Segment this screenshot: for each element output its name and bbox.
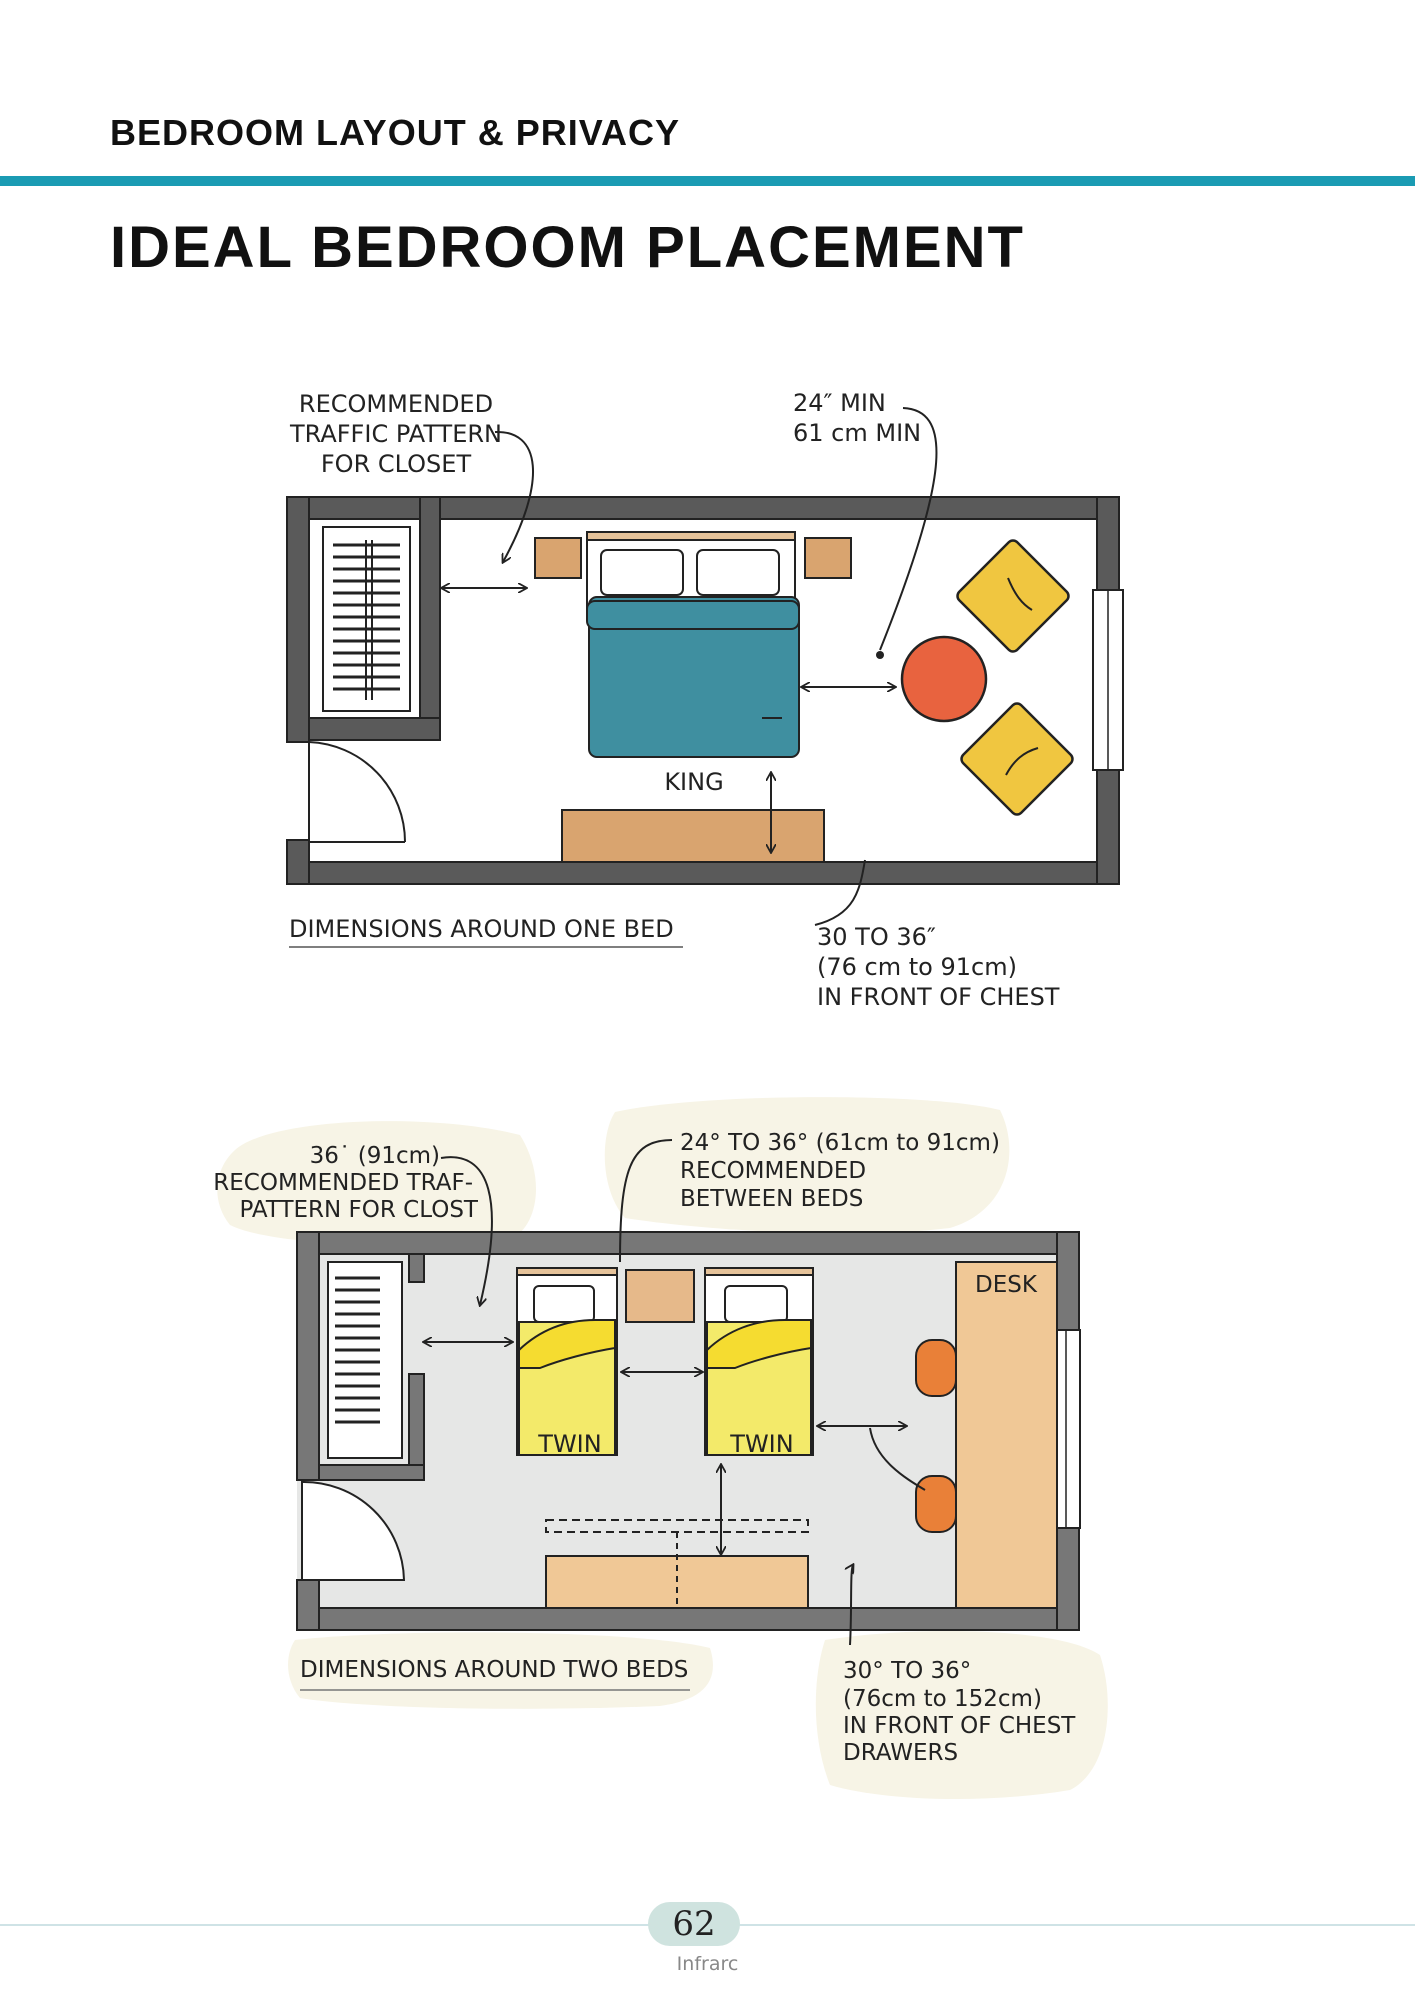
door [301,1480,406,1581]
plan-two-beds: TWIN TWIN DESK 36˙ ( [213,1097,1108,1800]
svg-text:36˙ (91cm): 36˙ (91cm) [310,1143,440,1169]
header-divider [0,176,1415,186]
desk [955,1261,1058,1609]
bed-label-king: KING [664,768,723,796]
nightstand-right [804,537,852,579]
chest [561,809,825,863]
svg-text:RECOMMENDED: RECOMMENDED [680,1158,866,1184]
bed-label-twin-right: TWIN [729,1430,793,1458]
svg-text:DRAWERS: DRAWERS [843,1740,958,1766]
note-closet-traffic: RECOMMENDED TRAFFIC PATTERN FOR CLOSET [289,390,502,478]
window [1092,589,1124,771]
note-min-clearance: 24″ MIN 61 cm MIN [793,389,921,447]
svg-text:FOR CLOSET: FOR CLOSET [321,450,472,478]
caption-two-beds: DIMENSIONS AROUND TWO BEDS [300,1657,688,1683]
note-chest-clearance: 30° TO 36° (76cm to 152cm) IN FRONT OF C… [843,1658,1076,1766]
brand-name: Infrarc [676,1953,739,1975]
desk-label: DESK [975,1272,1038,1298]
svg-text:30 TO 36″: 30 TO 36″ [817,923,936,951]
twin-bed-left [516,1267,618,1456]
closet [327,1261,403,1459]
desk-chair-top [915,1339,957,1397]
ottoman [900,635,988,723]
nightstand [625,1269,695,1323]
chest-note-leader [850,1565,853,1646]
svg-text:TRAFFIC PATTERN: TRAFFIC PATTERN [289,420,502,448]
chair-leader [869,1427,926,1491]
svg-text:RECOMMENDED TRAF-: RECOMMENDED TRAF- [213,1170,473,1196]
note-closet-traffic: 36˙ (91cm) RECOMMENDED TRAF- PATTERN FOR… [213,1143,479,1223]
svg-text:24″ MIN: 24″ MIN [793,389,886,417]
min-note-leader [879,407,938,651]
closet-note-leader [440,1156,493,1305]
svg-text:(76 cm to 91cm): (76 cm to 91cm) [817,953,1017,981]
between-note-leader [619,1139,673,1263]
door [308,741,407,843]
caption-one-bed: DIMENSIONS AROUND ONE BED [289,915,674,943]
svg-text:RECOMMENDED: RECOMMENDED [299,390,493,418]
svg-text:IN FRONT OF CHEST: IN FRONT OF CHEST [817,983,1060,1011]
closet-note-leader [494,430,534,562]
note-chest-clearance: 30 TO 36″ (76 cm to 91cm) IN FRONT OF CH… [817,923,1060,1011]
king-bed [586,531,800,758]
chest-note-leader [814,859,866,926]
chest-of-drawers [545,1519,809,1609]
closet [322,526,411,712]
svg-text:61 cm MIN: 61 cm MIN [793,419,921,447]
walls [286,496,1120,885]
svg-text:IN FRONT OF CHEST: IN FRONT OF CHEST [843,1713,1076,1739]
bed-label-twin-left: TWIN [537,1430,601,1458]
nightstand-left [534,537,582,579]
leader-dot [876,651,884,659]
page-number: 62 [648,1902,740,1946]
svg-text:30° TO 36°: 30° TO 36° [843,1658,971,1684]
svg-text:24° TO 36° (61cm to 91cm): 24° TO 36° (61cm to 91cm) [680,1130,1000,1156]
svg-text:(76cm to 152cm): (76cm to 152cm) [843,1686,1042,1712]
svg-text:PATTERN FOR CLOST: PATTERN FOR CLOST [239,1197,478,1223]
section-header: BEDROOM LAYOUT & PRIVACY [110,112,681,153]
svg-text:BETWEEN BEDS: BETWEEN BEDS [680,1186,863,1212]
desk-chair-bottom [915,1475,957,1533]
note-between-beds: 24° TO 36° (61cm to 91cm) RECOMMENDED BE… [680,1130,1000,1212]
twin-bed-right [704,1267,814,1456]
floor-cushion-top [956,539,1070,653]
plan-one-bed: KING RECOMMENDED TRAFFIC PATTERN FOR CLO… [286,389,1124,1011]
page-title: IDEAL BEDROOM PLACEMENT [110,215,1025,280]
floor-plan-diagrams: KING RECOMMENDED TRAFFIC PATTERN FOR CLO… [213,389,1124,1800]
floor-cushion-bottom [960,702,1074,816]
